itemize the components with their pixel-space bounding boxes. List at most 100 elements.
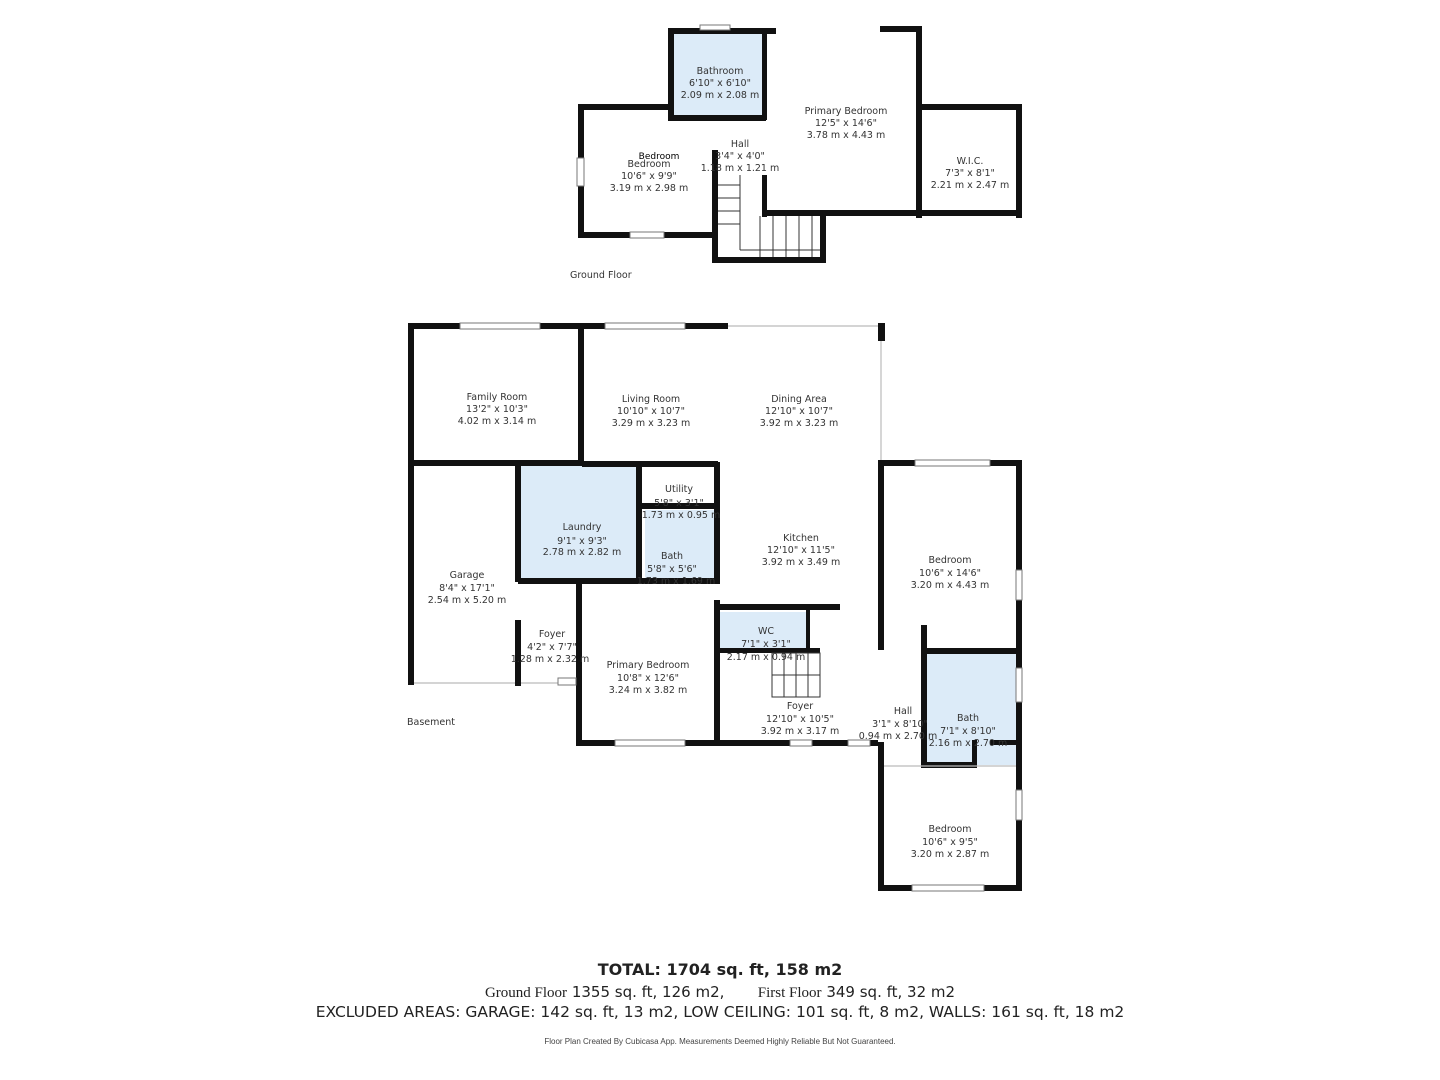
svg-text:12'10" x 11'5": 12'10" x 11'5" xyxy=(767,545,835,556)
ground-floor-label: Ground Floor xyxy=(484,985,568,1001)
svg-text:2.17 m x 0.94 m: 2.17 m x 0.94 m xyxy=(727,652,806,663)
svg-text:2.09 m x 2.08 m: 2.09 m x 2.08 m xyxy=(681,90,760,101)
lower-plan: Family Room 13'2" x 10'3" 4.02 m x 3.14 … xyxy=(407,322,1023,892)
room-living-room: Living Room 10'10" x 10'7" 3.29 m x 3.23… xyxy=(612,394,691,429)
svg-text:4'2" x 7'7": 4'2" x 7'7" xyxy=(527,642,577,653)
room-family-room: Family Room 13'2" x 10'3" 4.02 m x 3.14 … xyxy=(458,392,537,427)
room-bath-small: Bath 5'8" x 5'6" 1.73 m x 1.69 m xyxy=(637,551,716,587)
svg-text:7'3" x 8'1": 7'3" x 8'1" xyxy=(945,168,995,179)
svg-text:Primary Bedroom: Primary Bedroom xyxy=(805,106,888,117)
svg-text:Family Room: Family Room xyxy=(467,392,528,403)
svg-text:3'4" x 4'0": 3'4" x 4'0" xyxy=(715,151,765,162)
svg-text:8'4" x 17'1": 8'4" x 17'1" xyxy=(439,583,495,594)
svg-text:Primary Bedroom: Primary Bedroom xyxy=(607,660,690,671)
svg-text:Living Room: Living Room xyxy=(622,394,680,405)
svg-text:3.20 m x 2.87 m: 3.20 m x 2.87 m xyxy=(911,849,990,860)
svg-text:3.19 m x 2.98 m: 3.19 m x 2.98 m xyxy=(610,183,689,194)
room-bathroom-upper: Bathroom 6'10" x 6'10" 2.09 m x 2.08 m xyxy=(681,66,760,101)
staircase xyxy=(718,175,820,257)
room-foyer-small: Foyer 4'2" x 7'7" 1.28 m x 2.32 m xyxy=(511,629,590,665)
svg-text:Bedroom: Bedroom xyxy=(628,159,671,170)
svg-text:Garage: Garage xyxy=(450,570,485,581)
svg-text:Foyer: Foyer xyxy=(787,701,813,712)
svg-text:Hall: Hall xyxy=(894,706,912,717)
svg-text:10'6" x 9'5": 10'6" x 9'5" xyxy=(922,837,978,848)
svg-text:Bathroom: Bathroom xyxy=(697,66,744,77)
room-foyer-main: Foyer 12'10" x 10'5" 3.92 m x 3.17 m xyxy=(761,701,840,737)
svg-text:Utility: Utility xyxy=(665,484,693,495)
svg-text:13'2" x 10'3": 13'2" x 10'3" xyxy=(466,404,528,415)
svg-text:2.54 m x 5.20 m: 2.54 m x 5.20 m xyxy=(428,595,507,606)
room-hall-lower: Hall 3'1" x 8'10" 0.94 m x 2.70 m xyxy=(859,706,938,742)
svg-text:1.18 m x 1.21 m: 1.18 m x 1.21 m xyxy=(701,163,780,174)
first-floor-label: First Floor xyxy=(757,985,822,1001)
svg-text:10'8" x 12'6": 10'8" x 12'6" xyxy=(617,673,679,684)
svg-text:W.I.C.: W.I.C. xyxy=(957,156,984,167)
svg-text:Hall: Hall xyxy=(731,139,749,150)
svg-text:Bath: Bath xyxy=(661,551,683,562)
svg-text:WC: WC xyxy=(758,626,774,637)
first-floor-area: 349 sq. ft, 32 m2 xyxy=(826,983,956,1001)
staircase-lower xyxy=(771,652,821,698)
room-bedroom-upper: Bedroom Bedroom 10'6" x 9'9" 3.19 m x 2.… xyxy=(610,152,689,194)
svg-text:9'1" x 9'3": 9'1" x 9'3" xyxy=(557,536,607,547)
svg-text:Bedroom: Bedroom xyxy=(639,152,680,162)
svg-text:10'10" x 10'7": 10'10" x 10'7" xyxy=(617,406,685,417)
svg-text:Kitchen: Kitchen xyxy=(783,533,819,544)
total-area: TOTAL: 1704 sq. ft, 158 m2 xyxy=(597,960,843,979)
svg-text:5'8" x 3'1": 5'8" x 3'1" xyxy=(654,498,704,509)
room-dining-area: Dining Area 12'10" x 10'7" 3.92 m x 3.23… xyxy=(760,394,839,429)
svg-text:3.29 m x 3.23 m: 3.29 m x 3.23 m xyxy=(612,418,691,429)
svg-text:12'10" x 10'7": 12'10" x 10'7" xyxy=(765,406,833,417)
room-hall-upper: Hall 3'4" x 4'0" 1.18 m x 1.21 m xyxy=(701,139,780,174)
svg-text:Bedroom: Bedroom xyxy=(929,824,972,835)
svg-text:12'10" x 10'5": 12'10" x 10'5" xyxy=(766,714,834,725)
svg-text:7'1" x 3'1": 7'1" x 3'1" xyxy=(741,639,791,650)
disclaimer: Floor Plan Created By Cubicasa App. Meas… xyxy=(544,1037,896,1046)
floor-areas: Ground Floor 1355 sq. ft, 126 m2, First … xyxy=(0,983,1440,1002)
svg-text:12'5" x 14'6": 12'5" x 14'6" xyxy=(815,118,877,129)
bathroom-fill xyxy=(672,32,764,118)
room-wic: W.I.C. 7'3" x 8'1" 2.21 m x 2.47 m xyxy=(931,156,1010,191)
svg-text:1.28 m x 2.32 m: 1.28 m x 2.32 m xyxy=(511,654,590,665)
svg-text:3.92 m x 3.23 m: 3.92 m x 3.23 m xyxy=(760,418,839,429)
room-utility: Utility 5'8" x 3'1" 1.73 m x 0.95 m xyxy=(642,484,721,521)
svg-text:2.21 m x 2.47 m: 2.21 m x 2.47 m xyxy=(931,180,1010,191)
floor-label-lower: Basement xyxy=(407,717,455,728)
room-primary-bedroom-lower: Primary Bedroom 10'8" x 12'6" 3.24 m x 3… xyxy=(607,660,690,696)
svg-text:1.73 m x 0.95 m: 1.73 m x 0.95 m xyxy=(642,510,721,521)
svg-text:4.02 m x 3.14 m: 4.02 m x 3.14 m xyxy=(458,416,537,427)
room-bedroom-right-top: Bedroom 10'6" x 14'6" 3.20 m x 4.43 m xyxy=(911,555,990,591)
svg-text:Laundry: Laundry xyxy=(563,522,602,533)
svg-text:3'1" x 8'10": 3'1" x 8'10" xyxy=(872,719,928,730)
room-laundry: Laundry 9'1" x 9'3" 2.78 m x 2.82 m xyxy=(543,522,622,558)
room-primary-bedroom-upper: Primary Bedroom 12'5" x 14'6" 3.78 m x 4… xyxy=(805,106,888,141)
svg-text:3.24 m x 3.82 m: 3.24 m x 3.82 m xyxy=(609,685,688,696)
room-kitchen: Kitchen 12'10" x 11'5" 3.92 m x 3.49 m xyxy=(762,533,841,568)
svg-text:2.16 m x 2.70 m: 2.16 m x 2.70 m xyxy=(929,738,1008,749)
svg-text:7'1" x 8'10": 7'1" x 8'10" xyxy=(940,726,996,737)
floor-label-upper: Ground Floor xyxy=(570,270,632,281)
room-bedroom-right-bottom: Bedroom 10'6" x 9'5" 3.20 m x 2.87 m xyxy=(911,824,990,860)
svg-text:3.20 m x 4.43 m: 3.20 m x 4.43 m xyxy=(911,580,990,591)
svg-text:10'6" x 9'9": 10'6" x 9'9" xyxy=(621,171,677,182)
svg-text:3.92 m x 3.49 m: 3.92 m x 3.49 m xyxy=(762,557,841,568)
svg-text:6'10" x 6'10": 6'10" x 6'10" xyxy=(689,78,751,89)
ground-floor-area: 1355 sq. ft, 126 m2, xyxy=(571,983,725,1001)
room-bath-right: Bath 7'1" x 8'10" 2.16 m x 2.70 m xyxy=(929,713,1008,749)
svg-text:Bedroom: Bedroom xyxy=(929,555,972,566)
svg-text:Bath: Bath xyxy=(957,713,979,724)
svg-text:2.78 m x 2.82 m: 2.78 m x 2.82 m xyxy=(543,547,622,558)
svg-text:10'6" x 14'6": 10'6" x 14'6" xyxy=(919,568,981,579)
svg-text:5'8" x 5'6": 5'8" x 5'6" xyxy=(647,564,697,575)
excluded-areas: EXCLUDED AREAS: GARAGE: 142 sq. ft, 13 m… xyxy=(315,1003,1125,1021)
svg-text:Foyer: Foyer xyxy=(539,629,565,640)
room-wc: WC 7'1" x 3'1" 2.17 m x 0.94 m xyxy=(727,626,806,663)
svg-text:1.73 m x 1.69 m: 1.73 m x 1.69 m xyxy=(637,576,716,587)
svg-text:0.94 m x 2.70 m: 0.94 m x 2.70 m xyxy=(859,731,938,742)
room-garage: Garage 8'4" x 17'1" 2.54 m x 5.20 m xyxy=(428,570,507,606)
svg-text:Dining Area: Dining Area xyxy=(771,394,827,405)
upper-plan: Bathroom 6'10" x 6'10" 2.09 m x 2.08 m P… xyxy=(570,24,1022,281)
svg-text:3.78 m x 4.43 m: 3.78 m x 4.43 m xyxy=(807,130,886,141)
